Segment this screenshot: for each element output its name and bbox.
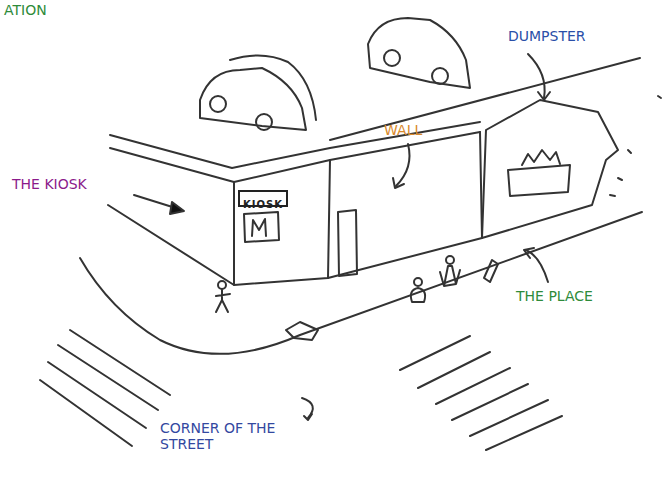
kiosk-sign: KIOSK xyxy=(238,190,288,207)
corner-label: CORNER OF THE STREET xyxy=(160,420,290,452)
place-label: THE PLACE xyxy=(516,288,593,304)
kiosk-label: THE KIOSK xyxy=(12,176,87,192)
wall-label: WALL xyxy=(384,122,422,138)
dumpster-label: DUMPSTER xyxy=(508,28,586,44)
sign-text: KIOSK xyxy=(243,199,283,210)
cut-title: ATION xyxy=(4,2,47,18)
